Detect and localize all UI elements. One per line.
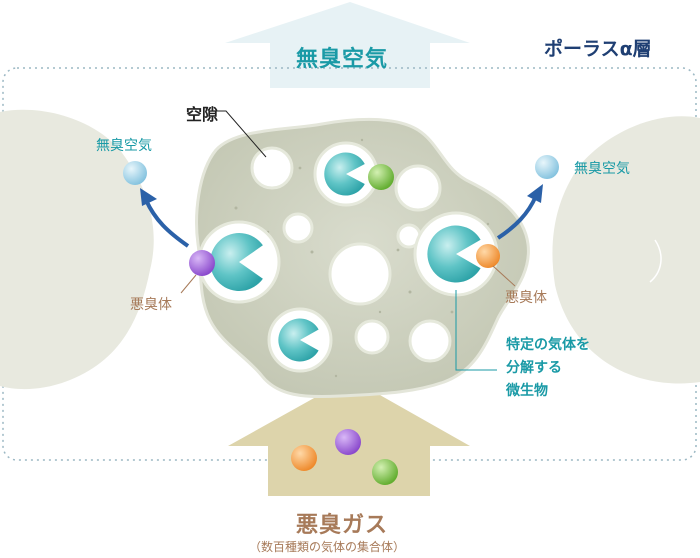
pore-leader-line [213, 110, 267, 158]
left-rock [0, 109, 154, 390]
pore [394, 164, 442, 212]
right-output-label: 無臭空気 [574, 161, 630, 177]
left-odor-leader-line [180, 274, 197, 294]
pore-label: 空隙 [186, 105, 219, 124]
microbe-label-line: 分解する [506, 360, 562, 376]
bottom-arrow-label: 悪臭ガス [296, 513, 389, 538]
top-arrow-label: 無臭空気 [296, 47, 389, 72]
pore [354, 319, 390, 355]
pore [408, 319, 452, 363]
left-output-arrowhead [140, 188, 157, 206]
top-arrow [225, 2, 470, 88]
right-odor-leader-line [492, 265, 516, 287]
rock-crack [649, 239, 662, 283]
right-rock [552, 116, 700, 384]
microbe-leader-line [455, 290, 497, 371]
gas-molecule-purple [335, 429, 361, 455]
microbe-label: 特定の気体を 分解する 微生物 [506, 334, 590, 403]
odor-molecule-purple [189, 250, 215, 276]
microbe [324, 152, 365, 196]
layer-title: ポーラスα層 [544, 38, 652, 60]
microbe [210, 233, 263, 292]
microbe-label-line: 特定の気体を [506, 337, 590, 353]
right-odor-label: 悪臭体 [505, 290, 547, 306]
gas-molecule-orange [291, 445, 317, 471]
clean-air-molecule-left [123, 161, 147, 185]
left-odor-label: 悪臭体 [130, 297, 172, 313]
gas-molecule-green [368, 164, 394, 190]
pore [282, 212, 314, 244]
clean-air-molecule-right [535, 155, 559, 179]
microbe [278, 318, 319, 362]
microbe [427, 225, 481, 283]
right-output-arrowhead [527, 184, 543, 203]
gas-molecule-green [372, 459, 398, 485]
pores [250, 146, 452, 363]
microbe-label-line: 微生物 [506, 383, 548, 399]
pore [328, 242, 392, 306]
odor-molecule-orange [476, 244, 500, 268]
right-output-arrow [496, 195, 538, 240]
pore [250, 146, 294, 190]
bottom-arrow-sublabel: （数百種類の気体の集合体） [249, 540, 406, 554]
left-output-label: 無臭空気 [96, 138, 152, 154]
left-output-arrow [144, 199, 190, 248]
